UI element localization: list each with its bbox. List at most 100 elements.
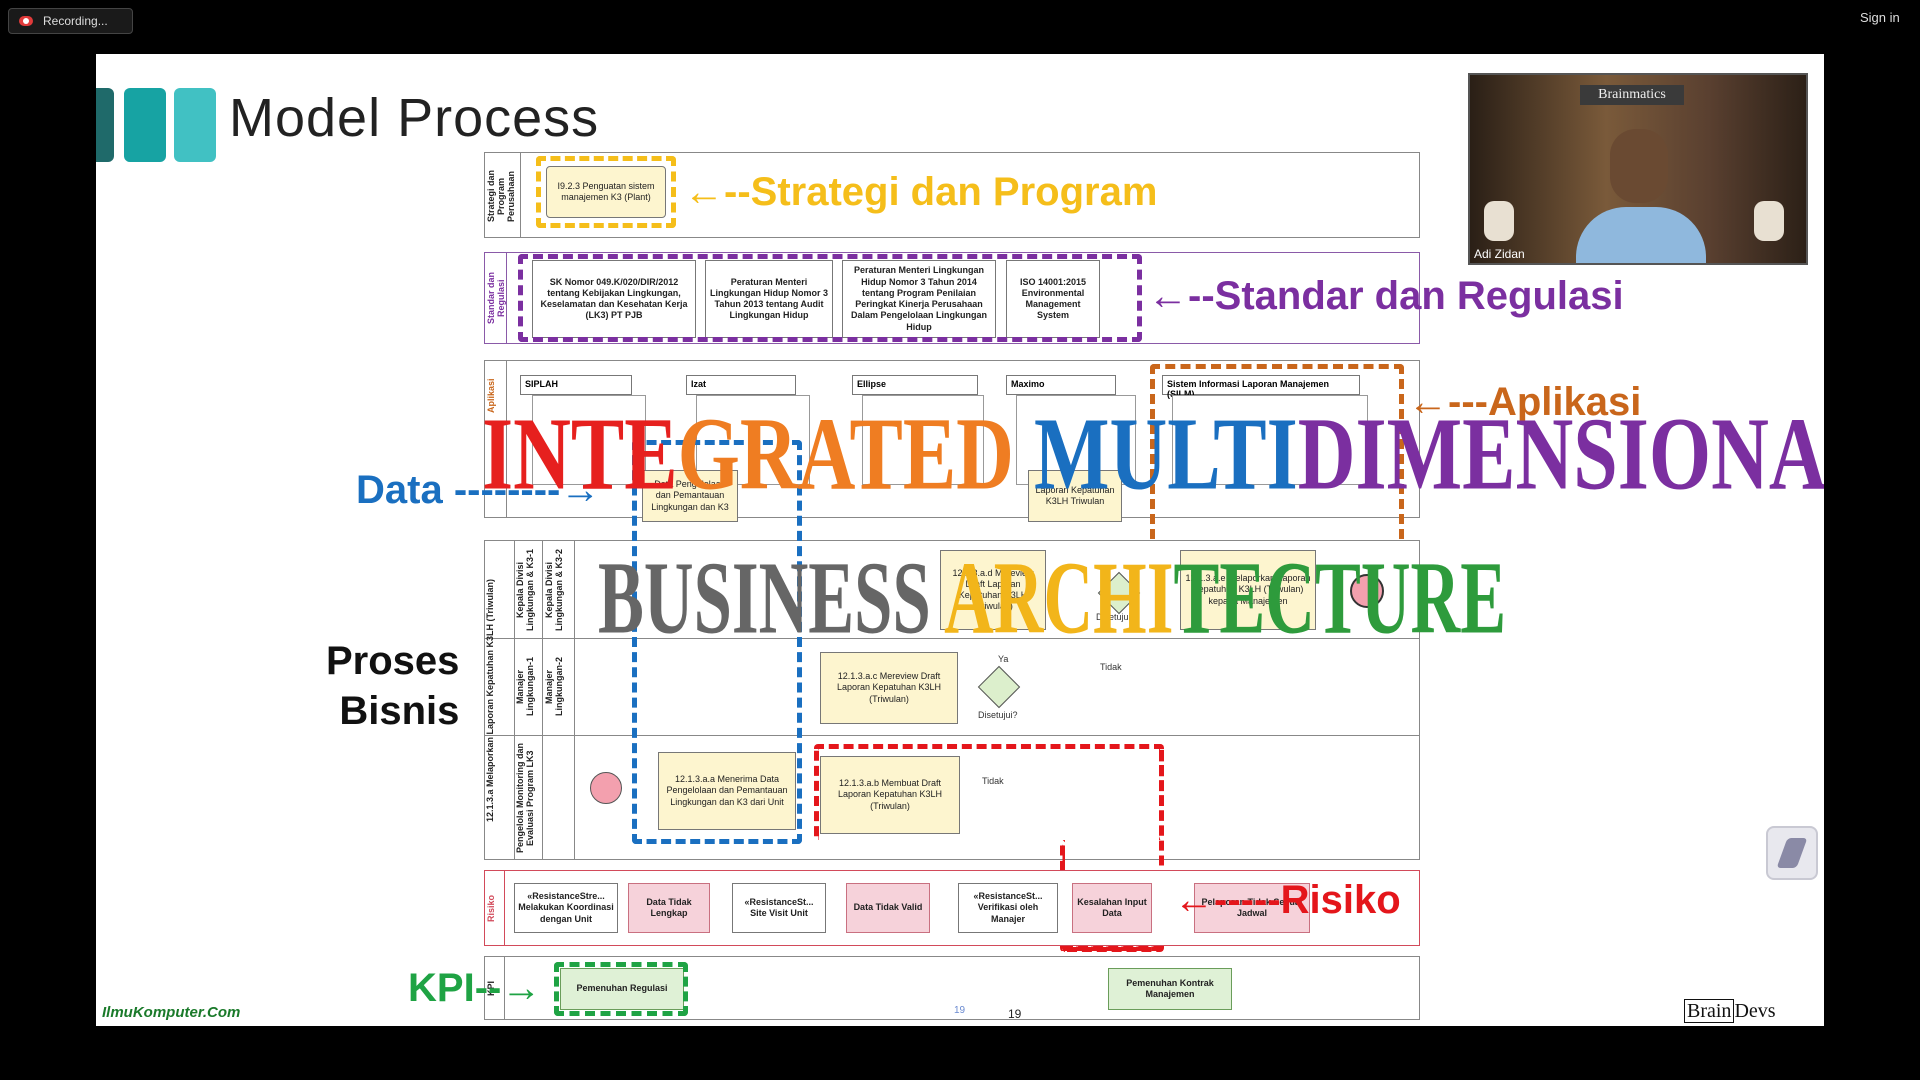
arrow-left-icon: ←-- — [684, 170, 751, 214]
callout-standar-label: Standar dan Regulasi — [1214, 274, 1624, 318]
overlay-word-business: BUSINESS — [598, 541, 931, 656]
lightning-icon — [1776, 838, 1808, 868]
risk-box-2: Data Tidak Lengkap — [628, 883, 710, 933]
app-izat: Izat — [686, 375, 796, 395]
footer-devs: Devs — [1734, 1000, 1776, 1022]
callout-risiko: ←-----Risiko — [1174, 878, 1401, 923]
strategi-box: I9.2.3 Penguatan sistem manajemen K3 (Pl… — [546, 166, 666, 218]
end-event-icon — [1350, 574, 1384, 608]
overlay-word-inte: INTE — [482, 397, 678, 512]
sign-in-link[interactable]: Sign in — [1860, 10, 1900, 25]
kpi-highlight — [554, 962, 688, 1016]
standar-highlight — [518, 254, 1142, 342]
data-highlight — [632, 440, 802, 844]
callout-standar: ←--Standar dan Regulasi — [1148, 274, 1624, 319]
gateway-label-2: Disetujui? — [978, 710, 1018, 720]
callout-risiko-label: Risiko — [1280, 878, 1401, 922]
gateway-tidak-2: Tidak — [982, 776, 1004, 786]
lane-label-risiko: Risiko — [486, 894, 496, 922]
gateway-tidak-1: Tidak — [1100, 662, 1122, 672]
person-shirt — [1576, 207, 1706, 263]
pool-label: 12.1.3.a Melaporkan Laporan Kepatuhan K3… — [485, 578, 495, 822]
app-silm-body — [1172, 395, 1368, 485]
lane-label-manajer-2: Manajer Lingkungan-2 — [544, 657, 564, 717]
overlay-word-grated: GRATED — [677, 397, 1014, 512]
callout-strategi-label: Strategi dan Program — [750, 170, 1158, 214]
page-number: 19 — [1008, 1007, 1022, 1021]
page-title: Model Process — [229, 88, 600, 148]
risk-box-5: «ResistanceSt... Verifikasi oleh Manajer — [958, 883, 1058, 933]
lane-label-manajer-1: Manajer Lingkungan-1 — [515, 657, 535, 717]
lane-label-kepala-1: Kepala Divisi Lingkungan & K3-1 — [515, 549, 535, 632]
data-box-laporan: Laporan Kepatuhan K3LH Triwulan — [1028, 470, 1122, 522]
process-melaporkan: 12.1.3.a.e Melaporkan Laporan Kepatuhan … — [1180, 550, 1316, 630]
risk-box-4: Data Tidak Valid — [846, 883, 930, 933]
app-ellipse-body — [862, 395, 984, 485]
lane-label-kepala-2: Kepala Divisi Lingkungan & K3-2 — [544, 549, 564, 632]
video-tile[interactable]: Brainmatics Adi Zidan — [1468, 73, 1808, 265]
kpi-box-2: Pemenuhan Kontrak Manajemen — [1108, 968, 1232, 1010]
risk-box-7: Pelaporan Tidak Sesuai Jadwal — [1194, 883, 1310, 933]
app-silm: Sistem Informasi Laporan Manajemen (SILM… — [1162, 375, 1360, 399]
bear-toy-left — [1484, 201, 1514, 241]
camera-brand: Brainmatics — [1580, 85, 1684, 105]
risk-box-3: «ResistanceSt... Site Visit Unit — [732, 883, 826, 933]
overlay-space — [931, 541, 944, 655]
gateway-ya: Ya — [998, 654, 1009, 664]
lane-divider — [504, 956, 505, 1020]
overlay-line-1: INTEGRATED MULTIDIMENSIONAL — [482, 396, 1824, 514]
standar-box-1: SK Nomor 049.K/020/DIR/2012 tentang Kebi… — [532, 260, 696, 338]
footer-brain: Brain — [1684, 999, 1735, 1023]
arrow-left-icon: ←----- — [1174, 878, 1281, 922]
callout-data-label: Data — [356, 468, 443, 512]
app-maximo: Maximo — [1006, 375, 1116, 395]
app-siplah: SIPLAH — [520, 375, 632, 395]
risk-box-6: Kesalahan Input Data — [1072, 883, 1152, 933]
strategi-highlight — [536, 156, 676, 228]
start-event-icon — [590, 772, 622, 804]
title-bar-light — [174, 88, 216, 162]
gateway-label-1: Disetujui? — [1096, 612, 1136, 622]
data-box-pengelolaan: Data Pengelolaan dan Pemantauan Lingkung… — [642, 470, 738, 522]
recording-indicator[interactable]: Recording... — [8, 8, 133, 34]
lane-label-pengelola: Pengelola Monitoring dan Evaluasi Progra… — [515, 743, 535, 853]
lane-divider — [484, 735, 1420, 736]
overlay-word-archi: ARCHI — [944, 541, 1174, 656]
process-menerima: 12.1.3.a.a Menerima Data Pengelolaan dan… — [658, 752, 796, 830]
lane-divider — [542, 540, 543, 860]
lane-divider — [506, 360, 507, 518]
footer-left-logo: IlmuKomputer.Com — [102, 1004, 241, 1021]
callout-proses: Proses — [326, 639, 460, 683]
bear-toy-right — [1754, 201, 1784, 241]
overlay-word-tecture: TECTURE — [1173, 541, 1507, 656]
lane-label-standar: Standar dan Regulasi — [486, 272, 506, 325]
overlay-word-multi: MULTI — [1033, 397, 1298, 512]
title-bar-dark — [96, 88, 114, 162]
top-bar — [0, 0, 1920, 54]
standar-box-4: ISO 14001:2015 Environmental Management … — [1006, 260, 1100, 338]
floating-tool-button[interactable] — [1766, 826, 1818, 880]
participant-name: Adi Zidan — [1474, 247, 1525, 261]
title-bar-mid — [124, 88, 166, 162]
risk-highlight-bottom — [1060, 946, 1164, 952]
risk-box-1: «ResistanceStre... Melakukan Koordinasi … — [514, 883, 618, 933]
lane-divider — [484, 638, 1420, 639]
lane-divider — [574, 540, 575, 860]
lane-divider — [504, 870, 505, 946]
arrow-left-icon: ←--- — [1408, 380, 1488, 424]
person-head — [1610, 129, 1668, 203]
arrow-right-icon: --------→ — [442, 468, 601, 512]
bottom-bar — [0, 1026, 1920, 1080]
callout-strategi: ←--Strategi dan Program — [684, 170, 1157, 215]
record-icon — [19, 16, 33, 26]
lane-divider — [506, 252, 507, 344]
callout-kpi-label: KPI — [408, 966, 475, 1010]
lane-label-strategi: Strategi dan Program Perusahaan — [486, 170, 516, 223]
app-ellipse: Ellipse — [852, 375, 978, 395]
process-membuat: 12.1.3.a.b Membuat Draft Laporan Kepatuh… — [820, 756, 960, 834]
kpi-box-1: Pemenuhan Regulasi — [560, 968, 684, 1010]
callout-aplikasi: ←---Aplikasi — [1408, 380, 1641, 425]
callout-bisnis: Bisnis — [339, 689, 460, 733]
recording-label: Recording... — [43, 14, 108, 28]
